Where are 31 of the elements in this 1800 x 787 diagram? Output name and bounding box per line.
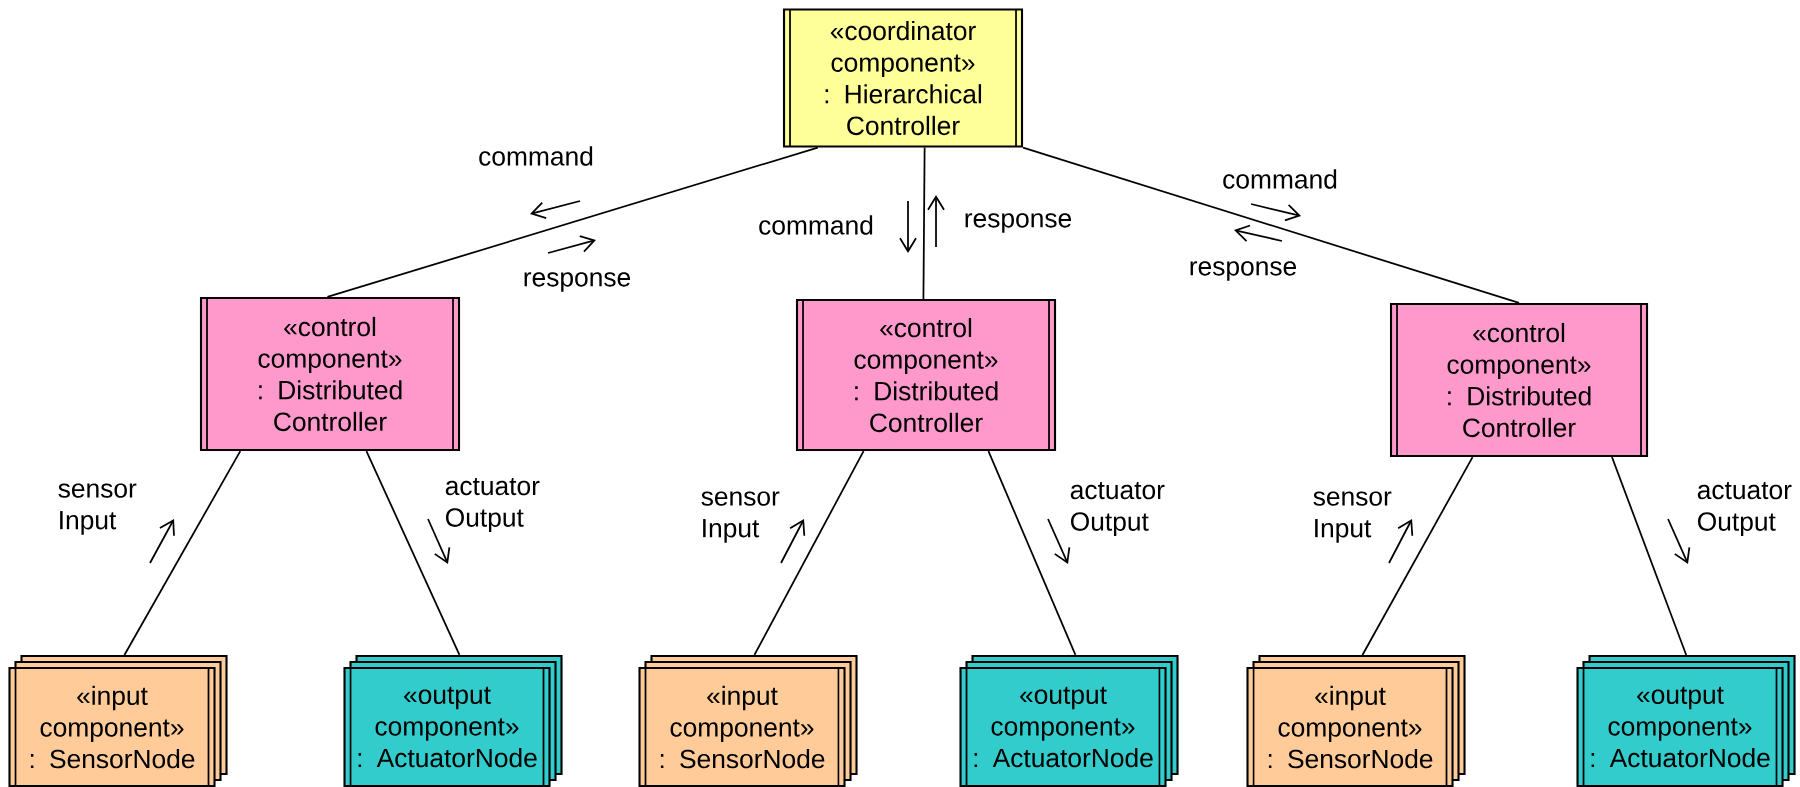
component-box: «coordinator component» : Hierarchical Controller <box>782 8 1024 148</box>
connector-line <box>922 146 926 300</box>
flow-label: command <box>479 146 593 166</box>
component-box: «control component» : Distributed Controller <box>1389 302 1649 458</box>
stacked-component-box: «output component» : ActuatorNode <box>1576 654 1796 787</box>
flow-label: response <box>1190 261 1297 281</box>
component-box: «control component» : Distributed Controller <box>199 296 461 452</box>
stacked-component-box: «output component» : ActuatorNode <box>343 654 563 787</box>
flow-label: command <box>1223 169 1337 189</box>
flow-label: sensor Input <box>1313 491 1392 543</box>
connector-line <box>753 450 865 656</box>
component-box: «control component» : Distributed Controller <box>795 298 1057 452</box>
flow-label: response <box>965 213 1072 233</box>
stacked-component-box: «input component» : SensorNode <box>638 654 858 787</box>
stacked-component-box: «output component» : ActuatorNode <box>959 654 1179 787</box>
flow-label: response <box>524 272 631 292</box>
connector-line <box>987 450 1077 656</box>
flow-label: actuator Output <box>1697 481 1792 537</box>
flow-label: sensor Input <box>58 483 137 535</box>
connector-line <box>1361 456 1474 656</box>
flow-label: command <box>759 215 873 235</box>
stacked-component-box: «input component» : SensorNode <box>1246 654 1466 787</box>
flow-label: sensor Input <box>701 491 780 543</box>
stacked-component-box: «input component» : SensorNode <box>8 654 228 787</box>
connector-line <box>123 450 242 656</box>
connector-line <box>1022 146 1520 304</box>
connector-line <box>326 146 819 298</box>
connector-line <box>1611 456 1688 656</box>
connector-line <box>365 450 461 656</box>
flow-label: actuator Output <box>1070 481 1165 537</box>
flow-label: actuator Output <box>445 477 540 533</box>
